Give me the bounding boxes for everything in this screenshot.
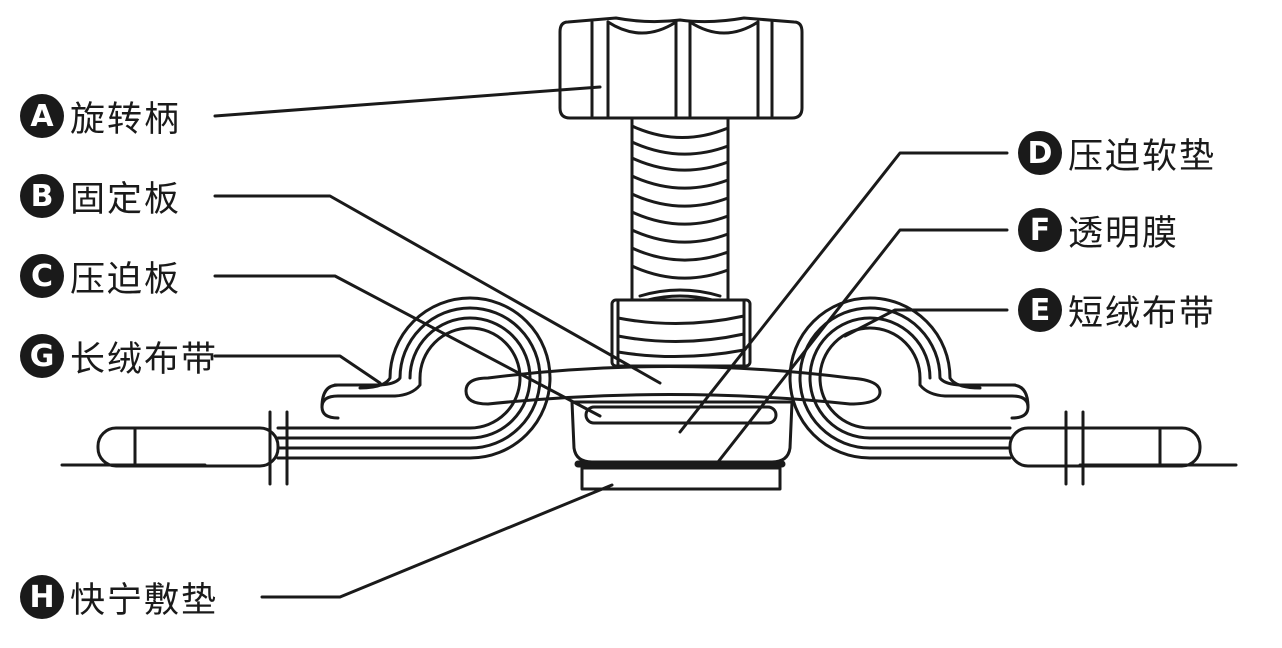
short-velvet-strap-loop bbox=[788, 296, 1030, 460]
label-text-g: 长绒布带 bbox=[70, 339, 219, 380]
label-text-d: 压迫软垫 bbox=[1068, 136, 1217, 177]
badge-b: B bbox=[20, 174, 64, 218]
badge-d: D bbox=[1018, 131, 1062, 175]
base-strap-left bbox=[60, 426, 280, 468]
label-text-a: 旋转柄 bbox=[70, 99, 182, 140]
base-strap-right bbox=[1008, 426, 1238, 468]
leader-lines bbox=[213, 85, 1009, 599]
badge-a: A bbox=[20, 94, 64, 138]
badge-e: E bbox=[1018, 288, 1062, 332]
badge-c: C bbox=[20, 254, 64, 298]
label-text-c: 压迫板 bbox=[70, 259, 182, 300]
badge-f: F bbox=[1018, 208, 1062, 252]
hemostatic-pad bbox=[580, 466, 782, 491]
label-fixing-plate: B 固定板 bbox=[20, 173, 182, 220]
label-text-b: 固定板 bbox=[70, 179, 182, 220]
label-compression-soft-pad: D 压迫软垫 bbox=[1018, 130, 1217, 177]
label-hemostatic-pad: H 快宁敷垫 bbox=[20, 574, 219, 621]
label-compression-plate: C 压迫板 bbox=[20, 253, 182, 300]
badge-g: G bbox=[20, 334, 64, 378]
fixing-plate bbox=[464, 365, 882, 406]
threaded-screw bbox=[630, 118, 730, 302]
label-rotating-handle: A 旋转柄 bbox=[20, 93, 182, 140]
label-short-velvet-strap: E 短绒布带 bbox=[1018, 287, 1217, 334]
rotating-handle bbox=[558, 16, 804, 120]
long-velvet-strap-loop bbox=[276, 296, 552, 460]
screw-collar bbox=[610, 294, 752, 368]
badge-h: H bbox=[20, 575, 64, 619]
compression-soft-pad bbox=[584, 405, 778, 425]
label-text-e: 短绒布带 bbox=[1068, 293, 1217, 334]
label-text-h: 快宁敷垫 bbox=[70, 580, 219, 621]
label-long-velvet-strap: G 长绒布带 bbox=[20, 333, 219, 380]
strap-clips bbox=[268, 410, 1085, 486]
label-transparent-film: F 透明膜 bbox=[1018, 207, 1180, 254]
label-text-f: 透明膜 bbox=[1068, 213, 1180, 254]
